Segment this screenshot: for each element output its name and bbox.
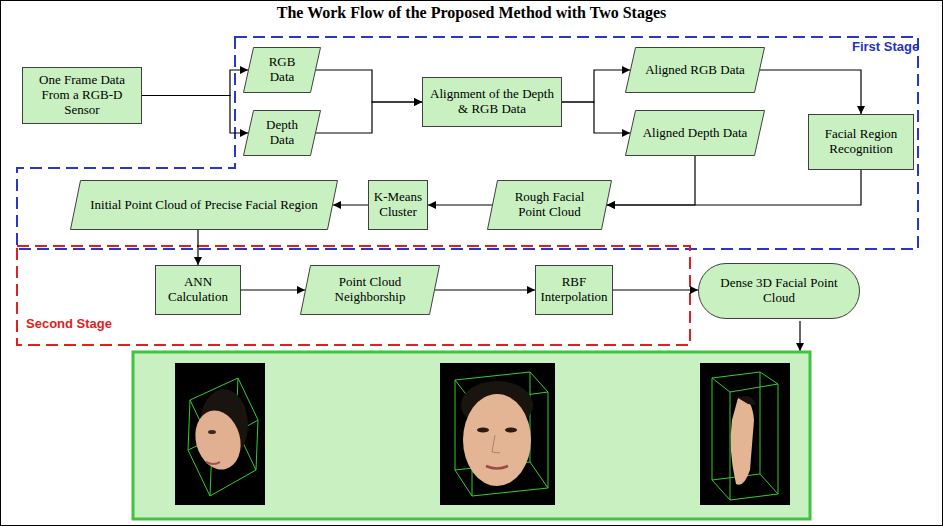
flow-arrow [562,70,630,102]
node-text: Depth Data [258,118,306,148]
flow-arrow [142,96,248,134]
flow-arrow [197,230,198,265]
process-box: Facial Region Recognition [808,114,914,170]
flow-arrow [760,70,861,114]
node-text: Rough Facial Point Cloud [502,190,597,220]
flow-arrow [435,289,535,290]
node-text: Initial Point Cloud of Precise Facial Re… [90,198,317,213]
node-text: RGB Data [258,55,306,85]
node-text: RBF Interpolation [540,275,608,305]
diagram-title: The Work Flow of the Proposed Method wit… [0,4,943,22]
data-parallelogram: Point Cloud Neighborship [300,265,440,315]
first-stage-region [17,37,918,249]
flow-arrow [316,70,422,102]
flow-arrow [613,289,698,290]
flow-arrow [562,102,630,133]
process-box: Alignment of the Depth & RGB Data [422,77,562,127]
face-render-front [440,363,555,505]
node-text: Point Cloud Neighborship [315,275,425,305]
data-parallelogram: Rough Facial Point Cloud [487,180,612,230]
process-box: K-Means Cluster [368,180,428,230]
stage-label: First Stage [852,39,919,54]
process-box: RBF Interpolation [535,265,613,315]
data-parallelogram: Aligned RGB Data [625,47,765,93]
node-text: ANN Calculation [160,275,236,305]
node-text: Facial Region Recognition [813,127,909,157]
node-text: K-Means Cluster [373,190,423,220]
flow-arrow [607,156,695,205]
process-box: ANN Calculation [155,265,241,315]
terminal-box: Dense 3D Facial Point Cloud [698,263,860,319]
flow-arrow [316,102,422,133]
node-text: Aligned Depth Data [643,126,748,141]
stage-label: Second Stage [26,316,112,331]
flow-arrow [241,289,305,290]
result-panel [133,352,810,519]
process-box: One Frame Data From a RGB-D Sensor [22,67,142,124]
flow-arrow [607,170,861,205]
second-stage-region [17,246,690,345]
face-render-side [175,363,265,505]
data-parallelogram: Depth Data [243,110,321,156]
node-text: Dense 3D Facial Point Cloud [712,276,846,306]
data-parallelogram: Aligned Depth Data [625,110,765,156]
node-text: One Frame Data From a RGB-D Sensor [27,73,137,118]
flow-arrow [142,70,248,96]
node-text: Alignment of the Depth & RGB Data [427,87,557,117]
node-text: Aligned RGB Data [645,63,745,78]
data-parallelogram: RGB Data [243,47,321,93]
flow-arrow [428,204,492,205]
flow-arrow [333,204,368,205]
data-parallelogram: Initial Point Cloud of Precise Facial Re… [70,180,338,230]
face-render-profile [700,363,790,505]
result-arrow [799,321,800,351]
